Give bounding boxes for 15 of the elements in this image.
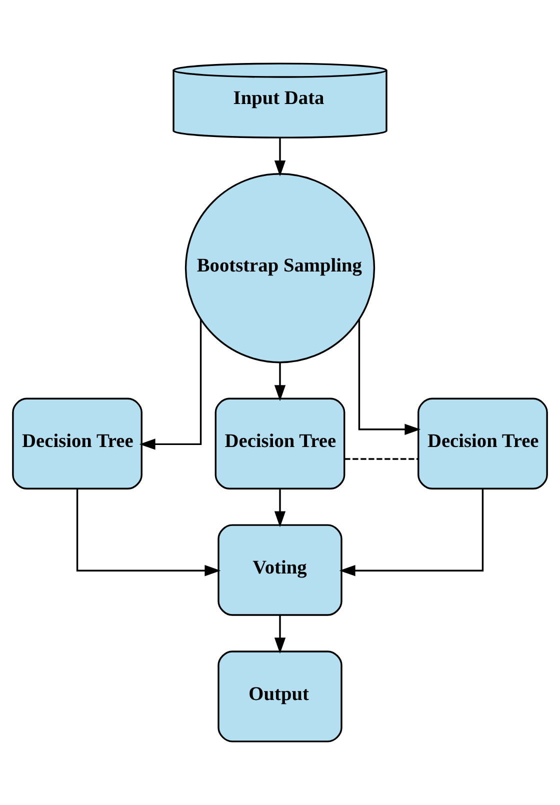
arrow (76, 488, 221, 576)
node-box: Voting (218, 524, 342, 616)
arrow (274, 362, 286, 402)
arrow (339, 488, 484, 576)
node-box: Output (218, 650, 342, 742)
node-box: Decision Tree (418, 398, 548, 490)
node-box: Decision Tree (214, 398, 346, 490)
arrow (274, 138, 286, 176)
node-box: Decision Tree (12, 398, 142, 490)
arrow (358, 319, 421, 435)
arrow (274, 488, 286, 528)
arrow (139, 319, 202, 450)
arrow (274, 615, 286, 654)
node-circle: Bootstrap Sampling (184, 173, 376, 364)
connector (344, 458, 418, 460)
